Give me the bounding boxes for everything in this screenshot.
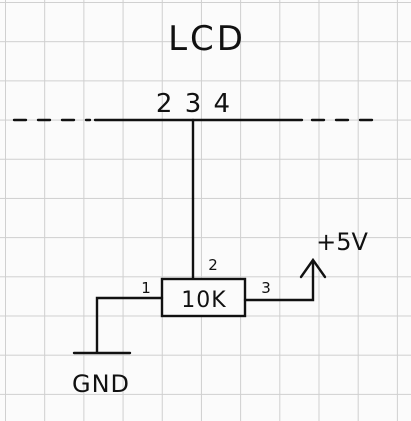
lcd-pin-numbers: 2 3 4 bbox=[156, 89, 232, 119]
ground-wire bbox=[95, 296, 164, 354]
potentiometer-body bbox=[160, 277, 247, 318]
pin-label-2: 2 bbox=[208, 256, 218, 274]
supply-wire bbox=[243, 260, 315, 302]
pin-label-1: 1 bbox=[141, 279, 151, 297]
pin-label-3: 3 bbox=[261, 279, 271, 297]
supply-label: +5V bbox=[316, 228, 368, 256]
resistor-label: 10K bbox=[181, 288, 226, 313]
supply-arrow-icon bbox=[299, 257, 327, 279]
lcd-title: LCD bbox=[168, 19, 246, 59]
ground-label: GND bbox=[72, 370, 130, 398]
